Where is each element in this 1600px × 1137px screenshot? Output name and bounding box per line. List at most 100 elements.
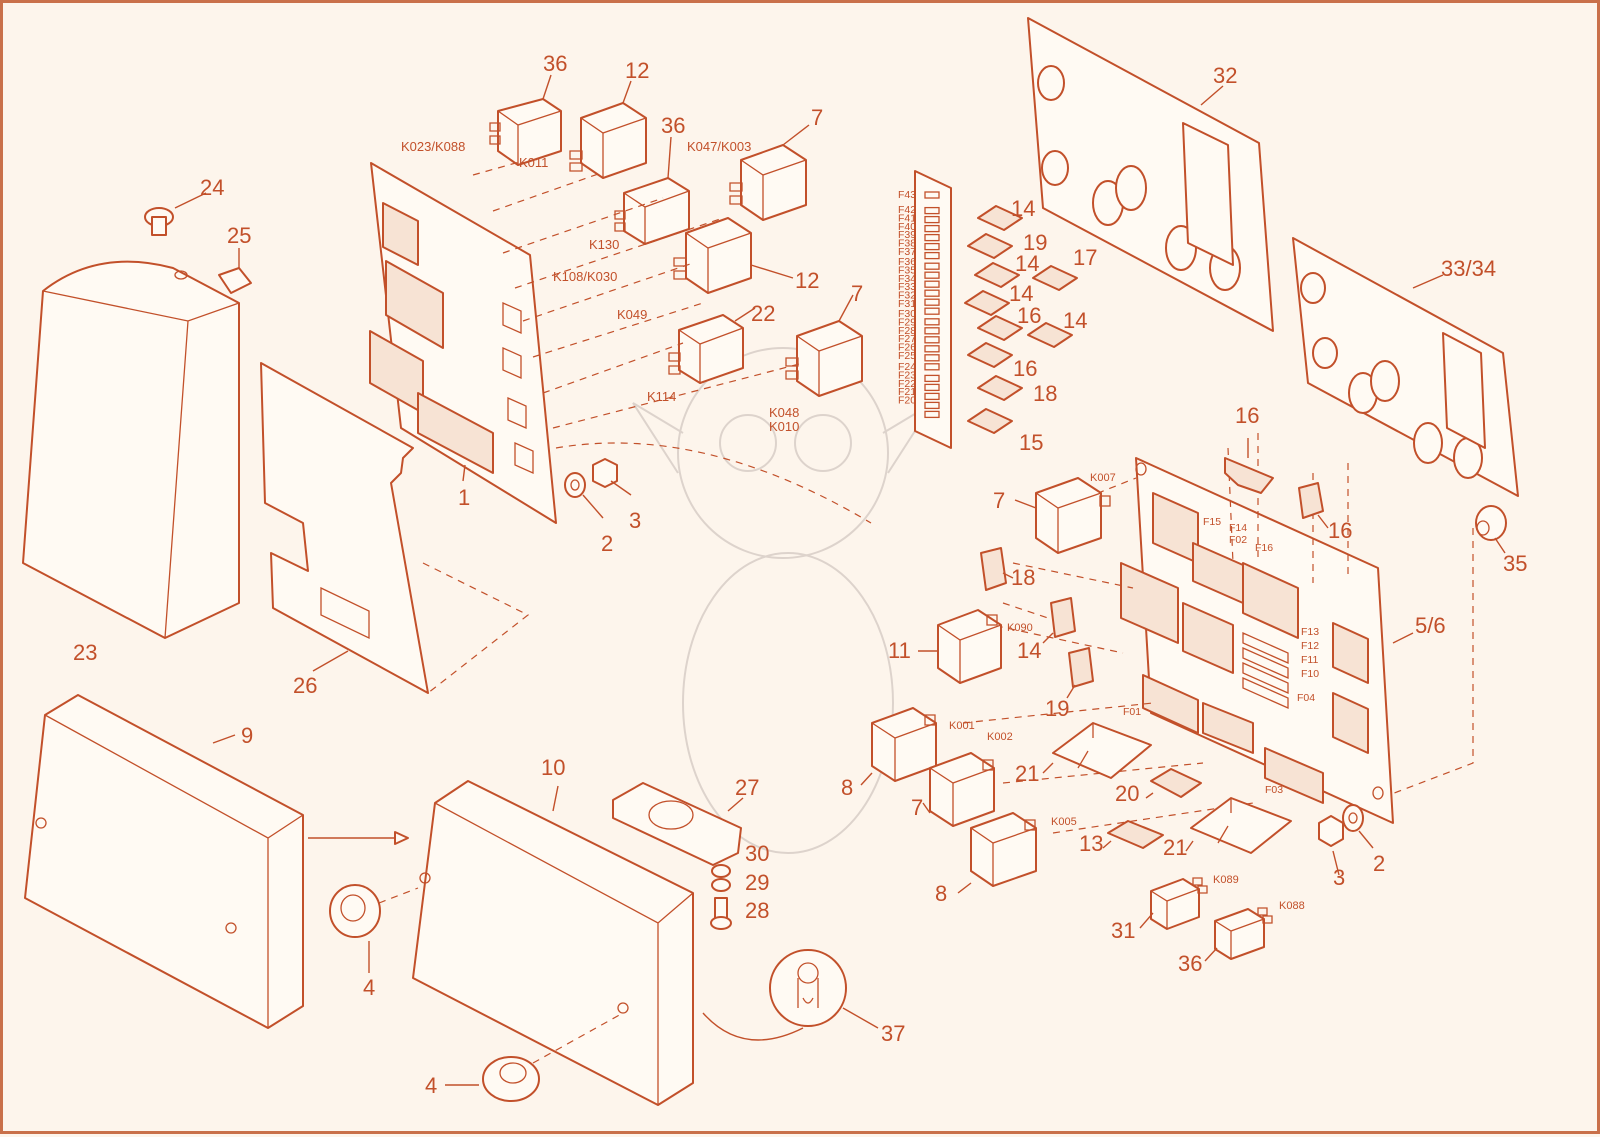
relay-7-k007 <box>1014 477 1111 554</box>
label-30: 30 <box>745 841 769 866</box>
washer-2-lower <box>1342 804 1374 849</box>
code-k047-k003: K047/K003 <box>687 139 751 154</box>
fuse-slot <box>924 242 940 251</box>
fuse-slot <box>924 392 940 401</box>
fuse-slot <box>924 298 940 306</box>
washer-29 <box>711 878 731 892</box>
fuse-18-lower <box>980 547 1014 591</box>
nut-3-lower <box>1318 815 1344 876</box>
fuse-slot <box>924 307 940 315</box>
label-21: 21 <box>1015 761 1039 786</box>
code-f12: F12 <box>1301 640 1319 652</box>
label-17: 17 <box>1073 245 1097 270</box>
relay-8-k005 <box>957 812 1037 894</box>
code-k023-k088: K023/K088 <box>401 139 465 154</box>
fuse-code-f36: F36 <box>898 256 916 268</box>
label-31: 31 <box>1111 918 1135 943</box>
label-29: 29 <box>745 870 769 895</box>
fuse-code-f33: F33 <box>898 281 916 293</box>
code-k049: K049 <box>617 307 647 322</box>
code-f02: F02 <box>1229 534 1247 546</box>
lower-dashed-leaders <box>962 433 1349 834</box>
label-28: 28 <box>745 898 769 923</box>
relay-36-upper <box>489 74 562 166</box>
fuse-code-f43: F43 <box>898 189 916 201</box>
mini-fuse <box>967 342 1013 368</box>
washer-2-upper <box>564 472 604 519</box>
code-k108-k030: K108/K030 <box>553 269 617 284</box>
label-2: 2 <box>1373 851 1385 876</box>
fuse-strip-code-labels: F43F42F41F40F39F38F37F36F35F34F33F32F31F… <box>898 189 916 407</box>
mini-fuse <box>974 262 1020 288</box>
code-f11: F11 <box>1301 654 1318 666</box>
label-23: 23 <box>73 640 97 665</box>
code-k011: K011 <box>519 155 548 170</box>
code-k048: K048 <box>769 405 799 420</box>
fuse-13 <box>1102 820 1164 849</box>
clip-37-detail <box>702 949 879 1041</box>
label-3: 3 <box>1333 865 1345 890</box>
fuse-slot <box>924 215 940 224</box>
label-25: 25 <box>227 223 251 248</box>
fuse-code-f34: F34 <box>898 273 916 285</box>
label-27: 27 <box>735 775 759 800</box>
label-1: 1 <box>458 485 470 510</box>
fuse-code-f25: F25 <box>898 350 916 362</box>
mini-fuse <box>1027 322 1073 348</box>
fuse-slot <box>924 327 940 335</box>
label-37: 37 <box>881 1021 905 1046</box>
nut-3-upper <box>592 458 632 496</box>
label-14: 14 <box>1017 638 1041 663</box>
upper-dashed-leaders <box>472 160 804 429</box>
label-19: 19 <box>1045 696 1069 721</box>
screw-28 <box>710 897 732 930</box>
gasket-26 <box>260 362 429 694</box>
label-7: 7 <box>993 488 1005 513</box>
label-4: 4 <box>425 1073 437 1098</box>
fuse-code-f26: F26 <box>898 342 916 354</box>
mini-fuse <box>967 408 1013 434</box>
fuse-code-f28: F28 <box>898 325 916 337</box>
fuse-16-right <box>1298 482 1329 529</box>
fuse-code-f24: F24 <box>898 361 916 373</box>
fuse-board-5-6 <box>1120 457 1414 824</box>
fuse-strip <box>914 170 952 449</box>
board-fuse-code-labels: F15 F14 F02 F16 F13 F12 F11 F10 F04 F01 … <box>1123 516 1319 796</box>
mini-fuse <box>977 375 1023 401</box>
fuse-16-upper <box>1224 438 1274 494</box>
fuse-code-f37: F37 <box>898 246 916 258</box>
label-19: 19 <box>1023 230 1047 255</box>
relay-12-middle <box>673 217 794 294</box>
label-33-34: 33/34 <box>1441 256 1496 281</box>
fuse-code-f22: F22 <box>898 378 916 390</box>
code-k090: K090 <box>1007 622 1033 634</box>
fuse-code-f38: F38 <box>898 238 916 250</box>
mini-fuses-group <box>964 205 1078 434</box>
label-12: 12 <box>795 268 819 293</box>
plate-33-34 <box>1292 237 1519 497</box>
part-number-labels: 36 12 36 7 12 22 7 1 2 3 24 25 23 26 32 … <box>73 51 1527 1098</box>
relay-7-k002 <box>922 752 995 827</box>
relay-7-middle <box>785 294 863 397</box>
code-f10: F10 <box>1301 668 1319 680</box>
label-16: 16 <box>1235 403 1259 428</box>
fuse-slot <box>924 374 940 383</box>
fuse-slot <box>924 363 940 371</box>
fuse-code-f23: F23 <box>898 369 916 381</box>
mini-fuse <box>964 290 1010 316</box>
plate-32 <box>1027 17 1274 332</box>
label-4: 4 <box>363 975 375 1000</box>
code-k002: K002 <box>987 731 1013 743</box>
relay-11-k090 <box>918 609 1002 684</box>
label-16: 16 <box>1013 356 1037 381</box>
label-10: 10 <box>541 755 565 780</box>
code-k130: K130 <box>589 237 619 252</box>
fuse-code-f21: F21 <box>898 386 916 398</box>
code-k088: K088 <box>1279 900 1305 912</box>
label-14: 14 <box>1015 251 1039 276</box>
clip-25 <box>218 248 252 294</box>
label-8: 8 <box>841 775 853 800</box>
label-35: 35 <box>1503 551 1527 576</box>
fuse-slot <box>924 336 940 344</box>
